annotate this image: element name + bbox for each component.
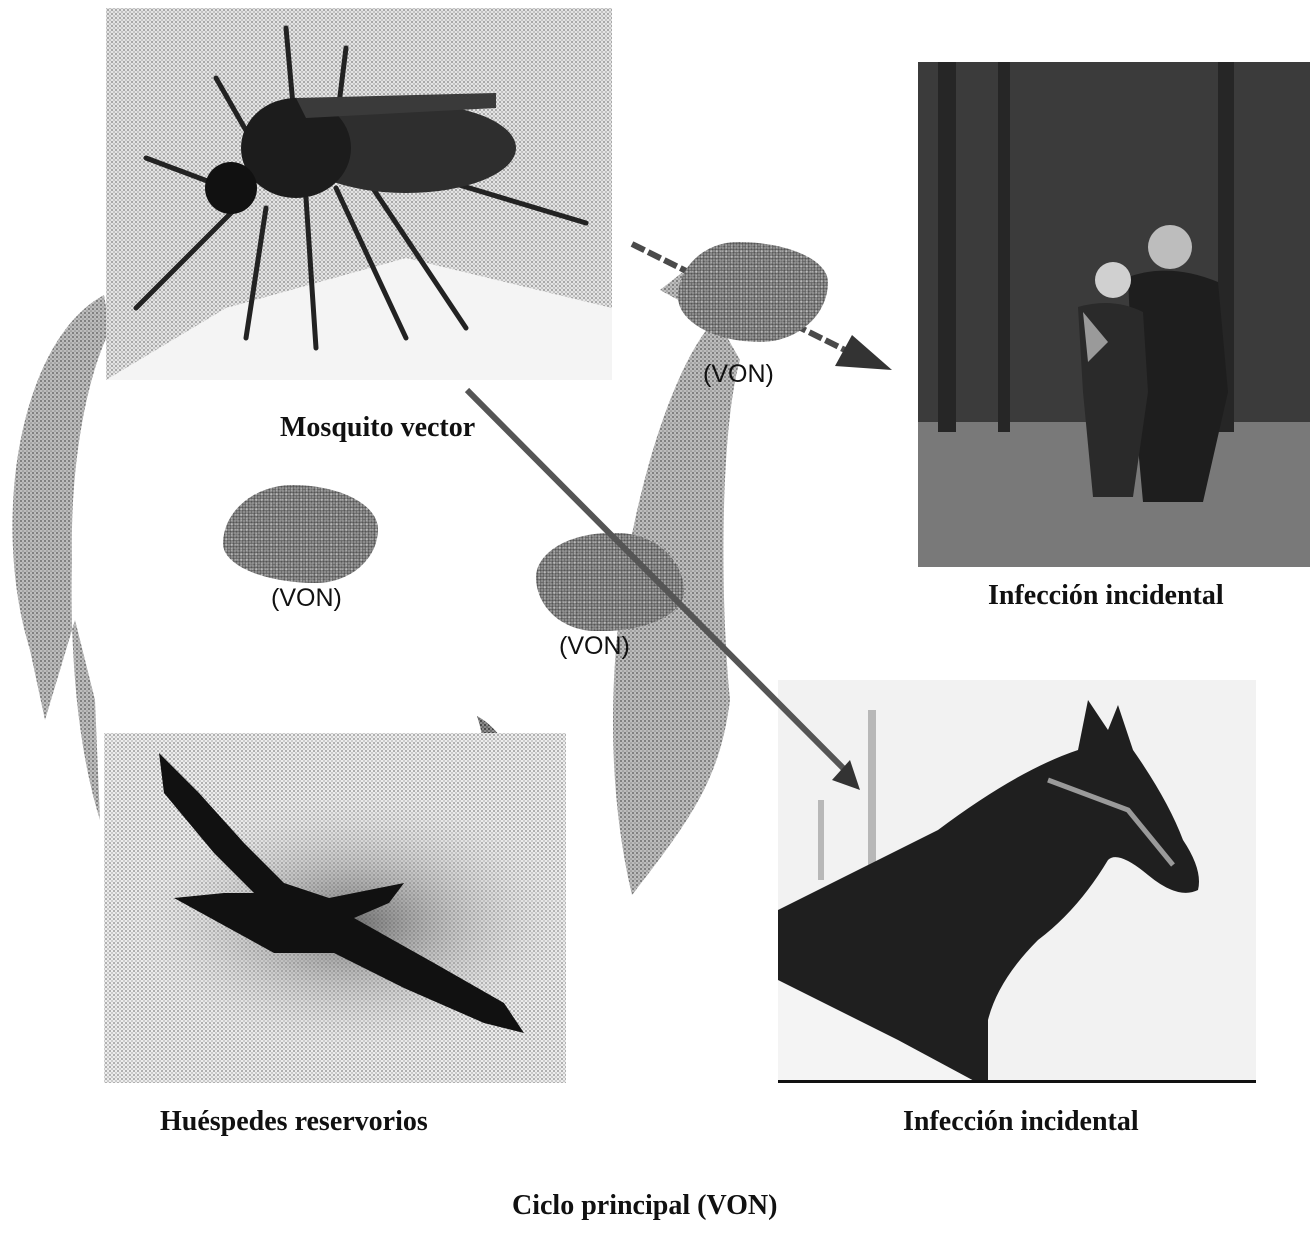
humans-label: Infección incidental	[988, 580, 1224, 612]
birds-label: Huéspedes reservorios	[160, 1106, 428, 1138]
horse-label: Infección incidental	[903, 1106, 1139, 1138]
mosquito-label: Mosquito vector	[280, 412, 475, 444]
humans-image	[918, 62, 1310, 567]
virus-label-left: (VON)	[271, 584, 342, 613]
virus-label-top-right: (VON)	[703, 360, 774, 389]
horse-head-icon	[778, 680, 1256, 1083]
left-cycle-arrow	[12, 295, 110, 820]
virus-label-center: (VON)	[559, 632, 630, 661]
mosquito-icon	[106, 8, 612, 380]
virus-particle-left	[223, 485, 378, 583]
bird-in-flight-icon	[104, 733, 566, 1083]
birds-image	[104, 733, 566, 1083]
cycle-title: Ciclo principal (VON)	[512, 1190, 777, 1222]
arrow-head-humans	[835, 335, 892, 370]
horse-image	[778, 680, 1256, 1083]
virus-particle-top-right	[678, 242, 828, 342]
virus-particle-center	[536, 533, 684, 631]
people-walking-icon	[918, 62, 1310, 567]
mosquito-image	[106, 8, 612, 380]
